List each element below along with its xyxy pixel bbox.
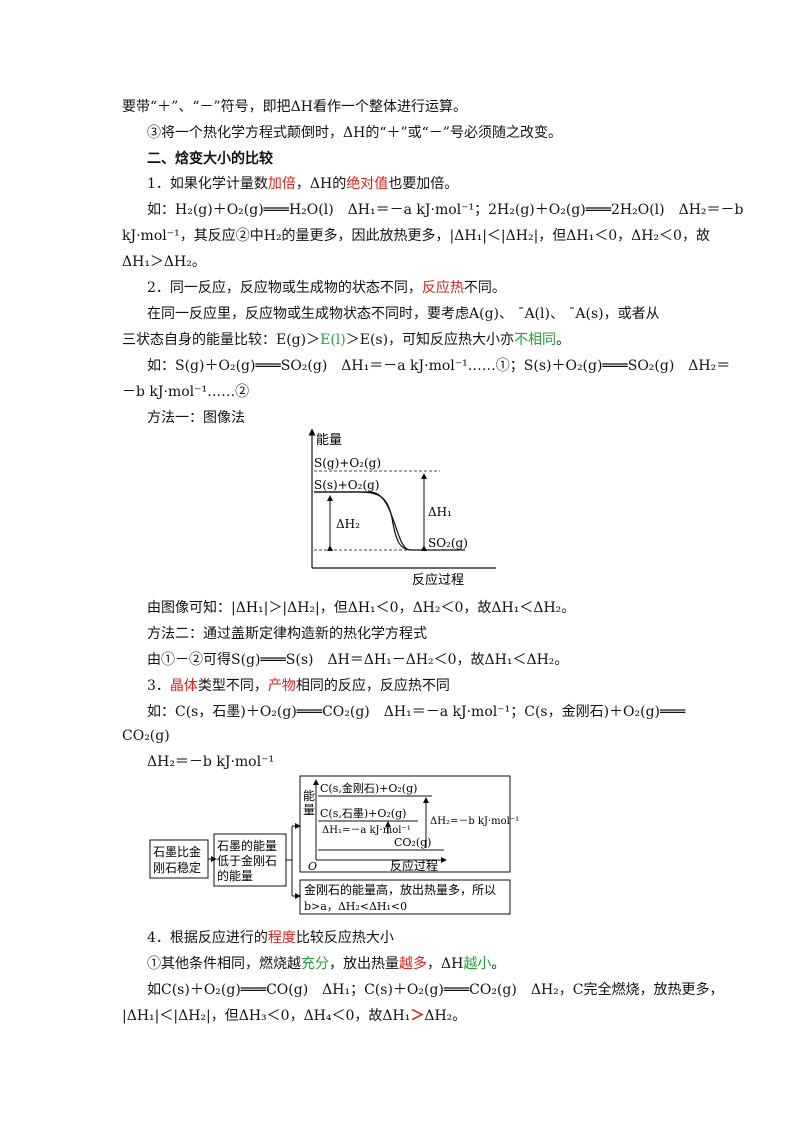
product-label: CO₂(g) xyxy=(394,836,431,849)
highlight-red: ＞ xyxy=(410,1008,425,1024)
text-line: 要带“＋”、“－”符号，即把ΔH看作一个整体进行运算。 xyxy=(122,99,467,115)
text-line: 由①－②可得S(g)═══S(s) ΔH＝ΔH₁－ΔH₂＜0，故ΔH₁＜ΔH₂。 xyxy=(147,652,569,668)
product-label: SO₂(g) xyxy=(428,536,468,550)
text-line: ΔH₂＝－b kJ·mol⁻¹ xyxy=(147,754,275,770)
text-line: 在同一反应里，反应物或生成物状态不同时，要考虑A(g)、 ˉA(l)、 ˉA(s… xyxy=(147,306,660,322)
conclusion-line: 金刚石的能量高，放出热量多，所以 xyxy=(304,882,496,897)
highlight-green: 越小 xyxy=(463,956,492,972)
text-line: 4．根据反应进行的程度比较反应热大小 xyxy=(147,930,394,946)
y-axis-label: 能量 xyxy=(316,433,342,448)
text-line: 方法一：图像法 xyxy=(147,410,245,426)
conclusion-line: b>a，ΔH₂<ΔH₁<0 xyxy=(304,900,407,913)
text-line: |ΔH₁|＜|ΔH₂|，但ΔH₃＜0，ΔH₄＜0，故ΔH₁＞ΔH₂。 xyxy=(122,1008,467,1024)
left-box-line: 石墨比金 xyxy=(153,844,201,859)
text-line: 如：H₂(g)＋O₂(g)═══H₂O(l) ΔH₁＝－a kJ·mol⁻¹；2… xyxy=(147,202,744,218)
text-line: －b kJ·mol⁻¹……② xyxy=(122,384,250,400)
highlight-red: 产物 xyxy=(267,678,296,694)
highlight-green: 不相同 xyxy=(514,332,557,348)
text-line: ③将一个热化学方程式颠倒时，ΔH的“＋”或“－”号必须随之改变。 xyxy=(147,125,562,141)
text-line: 方法二：通过盖斯定律构造新的热化学方程式 xyxy=(147,626,427,642)
dh1-label: ΔH₁=－a kJ·mol⁻¹ xyxy=(322,825,411,836)
text-line: 2．同一反应，反应物或生成物的状态不同，反应热不同。 xyxy=(147,280,506,296)
level-label-diamond: C(s,金刚石)+O₂(g) xyxy=(320,781,417,795)
section-heading: 二、焓变大小的比较 xyxy=(147,151,273,167)
highlight-green: E(l) xyxy=(320,332,346,348)
dh2-label: ΔH₂ xyxy=(336,517,360,531)
text-line: 由图像可知：|ΔH₁|＞|ΔH₂|，但ΔH₁＜0，ΔH₂＜0，故ΔH₁＜ΔH₂。 xyxy=(147,600,576,616)
text-line: ①其他条件相同，燃烧越充分，放出热量越多，ΔH越小。 xyxy=(147,956,506,972)
energy-diagram-sulfur: 能量 S(g)+O₂(g) S(s)+O₂(g) ΔH₂ ΔH₁ SO₂(g) … xyxy=(308,428,496,588)
text-line: 如：S(g)＋O₂(g)═══SO₂(g) ΔH₁＝－a kJ·mol⁻¹……①… xyxy=(147,358,731,374)
text-line: 如：C(s，石墨)＋O₂(g)═══CO₂(g) ΔH₁＝－a kJ·mol⁻¹… xyxy=(147,704,686,720)
highlight-red: 加倍 xyxy=(267,176,296,192)
graphite-diamond-flowchart: 石墨比金 刚石稳定 石墨的能量 低于金刚石 的能量 能 量 C(s,金刚石)+O… xyxy=(149,775,519,915)
mid-box-line: 低于金刚石 xyxy=(217,853,277,868)
text-line: 3．晶体类型不同，产物相同的反应，反应热不同 xyxy=(147,678,450,694)
text-line: kJ·mol⁻¹，其反应②中H₂的量更多，因此放热更多，|ΔH₁|＜|ΔH₂|，… xyxy=(122,228,710,244)
text-line: 三状态自身的能量比较：E(g)＞E(l)＞E(s)，可知反应热大小亦不相同。 xyxy=(122,332,571,348)
left-box-line: 刚石稳定 xyxy=(153,860,201,875)
level-label-graphite: C(s,石墨)+O₂(g) xyxy=(320,807,406,820)
origin-label: O xyxy=(308,860,317,873)
text-line: CO₂(g) xyxy=(122,728,170,744)
x-axis-label: 反应过程 xyxy=(412,572,464,588)
mid-box-line: 石墨的能量 xyxy=(217,838,277,853)
level-label-sg: S(g)+O₂(g) xyxy=(314,456,381,470)
highlight-red: 越多 xyxy=(399,956,427,972)
highlight-red: 程度 xyxy=(267,930,296,946)
y-axis-label: 能 xyxy=(303,789,315,803)
x-axis-label: 反应过程 xyxy=(390,858,438,873)
level-label-ss: S(s)+O₂(g) xyxy=(314,478,380,492)
highlight-green: 充分 xyxy=(301,956,329,972)
y-axis-label: 量 xyxy=(303,803,315,817)
highlight-red: 晶体 xyxy=(169,678,198,694)
text-line: 如C(s)＋O₂(g)═══CO(g) ΔH₁；C(s)＋O₂(g)═══CO₂… xyxy=(147,982,724,998)
dh1-label: ΔH₁ xyxy=(428,505,452,519)
mid-box-line: 的能量 xyxy=(217,868,253,883)
dh2-label: ΔH₂=－b kJ·mol⁻¹ xyxy=(430,816,519,827)
text-line: 1．如果化学计量数加倍，ΔH的绝对值也要加倍。 xyxy=(147,176,459,192)
highlight-red: 绝对值 xyxy=(346,176,389,192)
highlight-red: 反应热 xyxy=(421,280,464,296)
text-line: ΔH₁＞ΔH₂。 xyxy=(122,254,206,270)
